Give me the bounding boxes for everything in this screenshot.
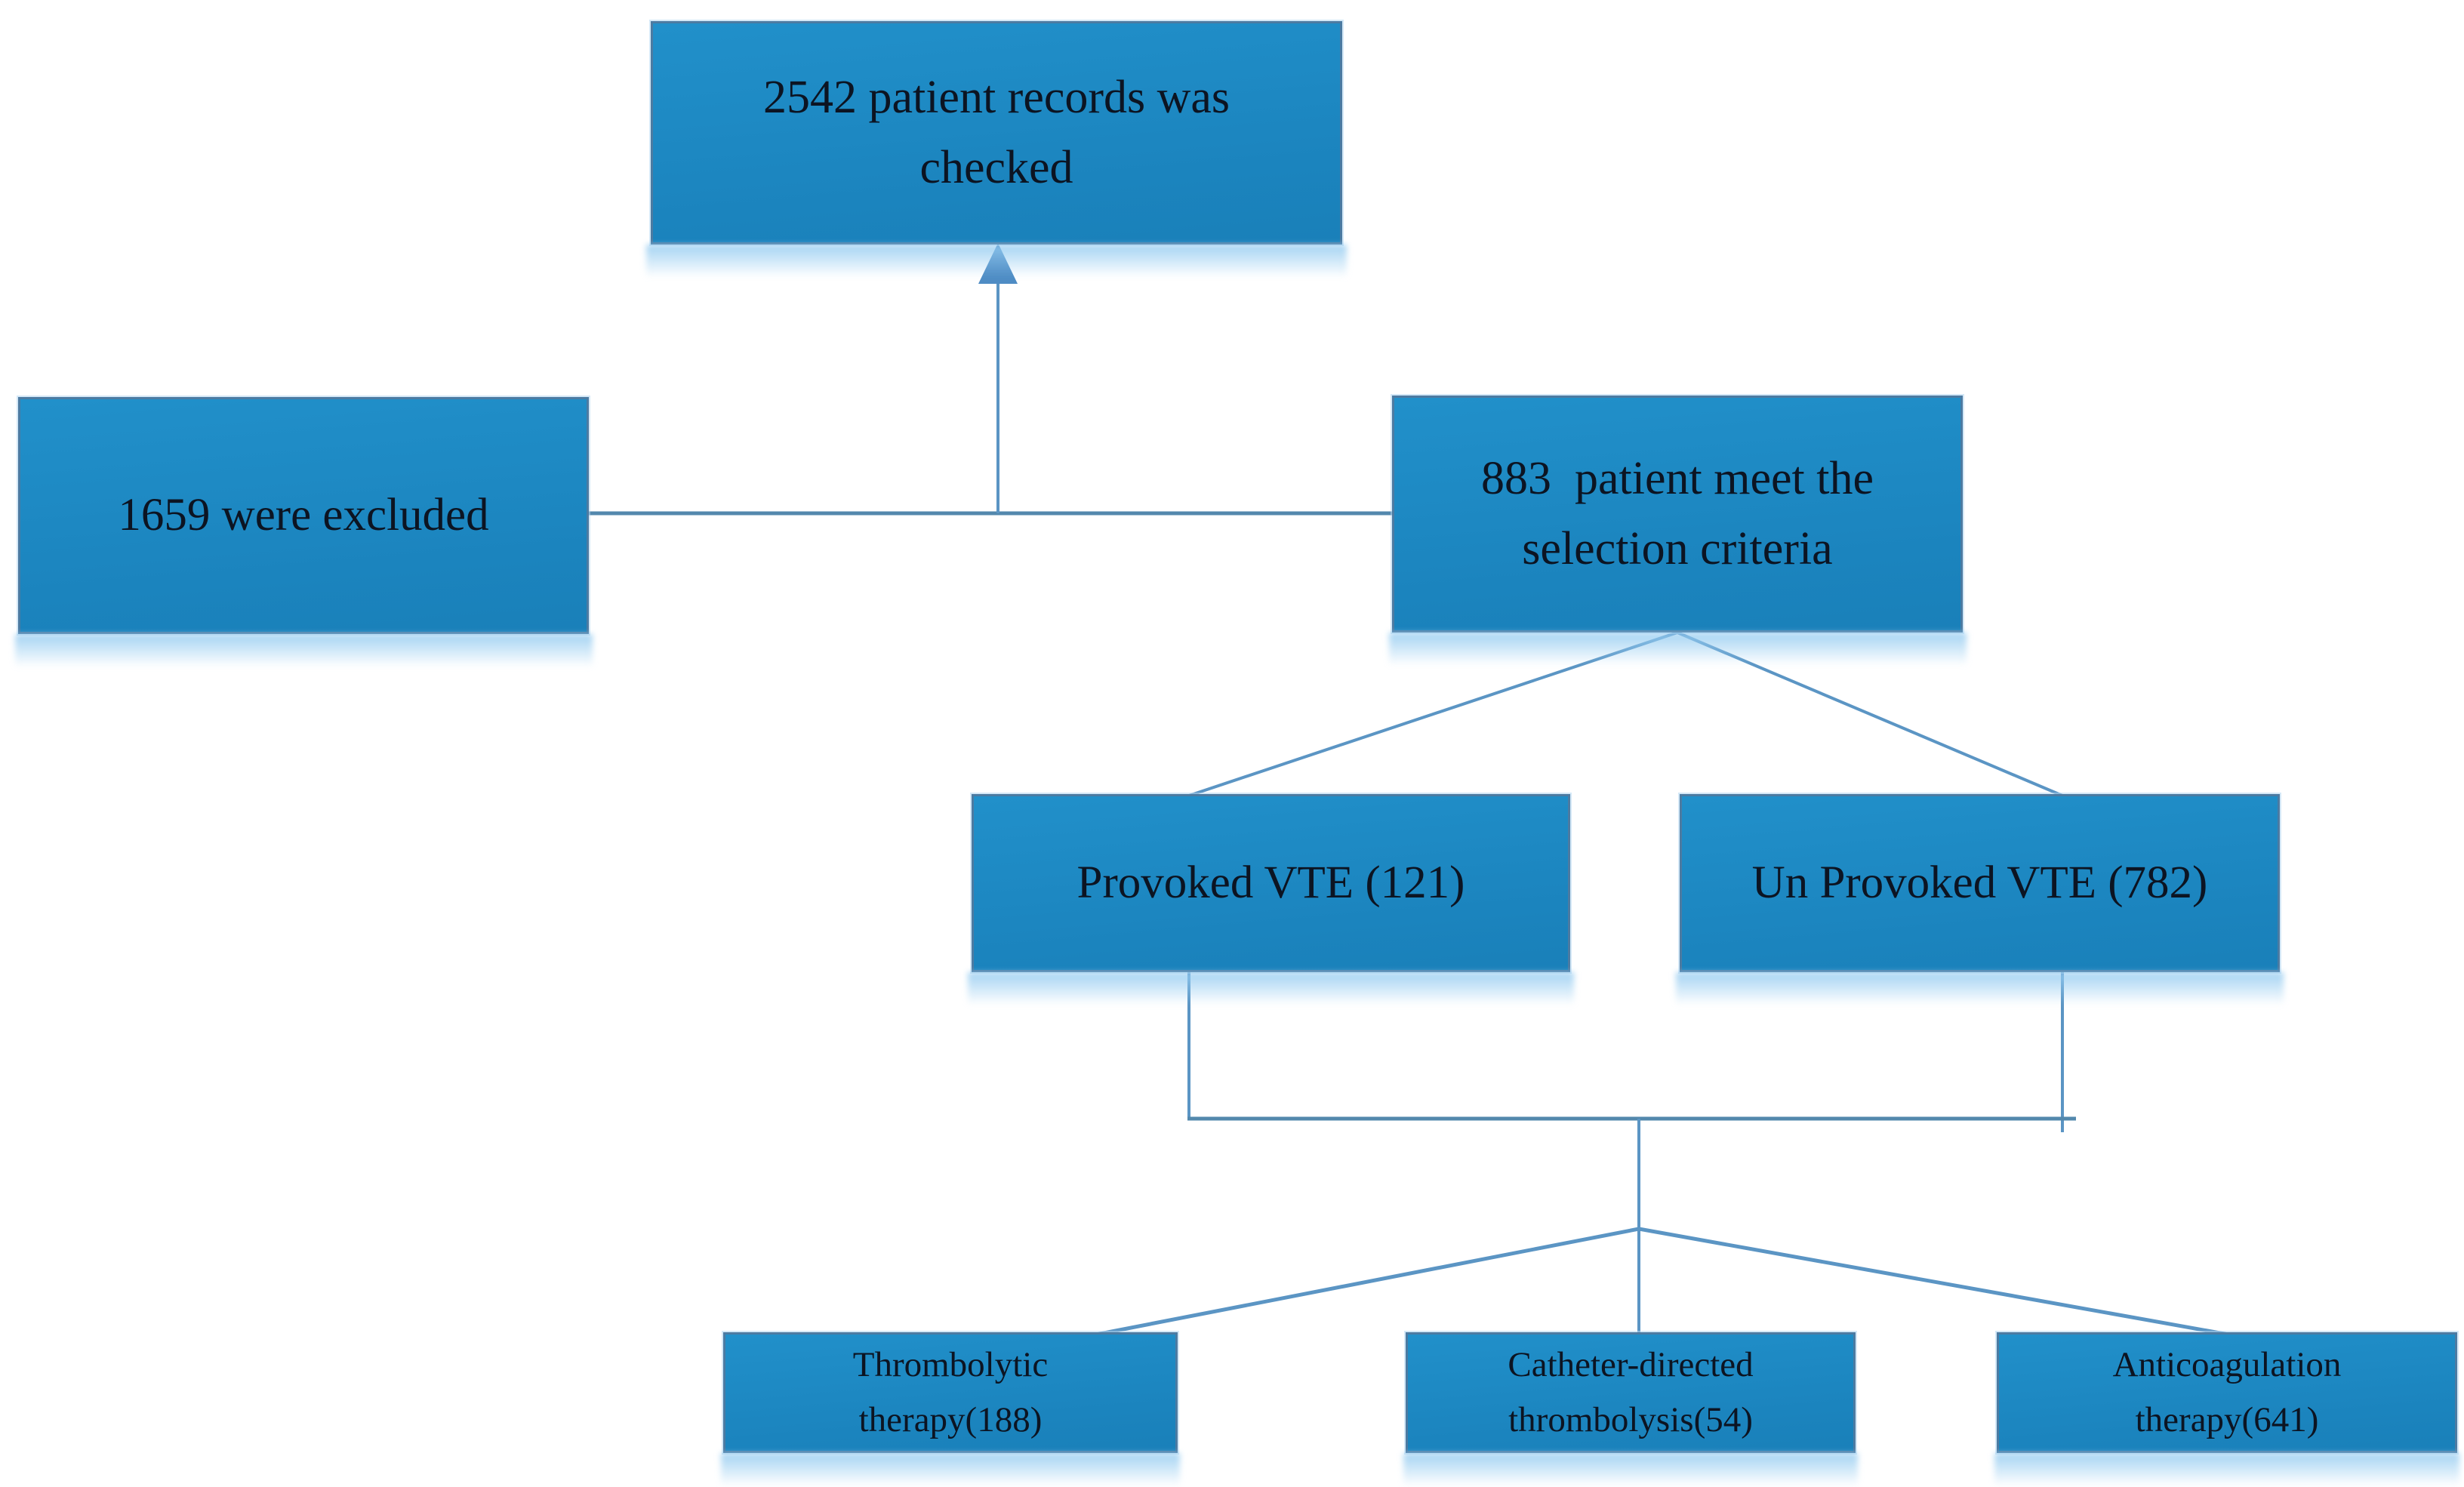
node-catheter-directed-thrombolysis: Catheter-directed thrombolysis(54) <box>1406 1332 1856 1453</box>
arrow-up-head-icon <box>978 243 1018 284</box>
node-anticoagulation-therapy: Anticoagulation therapy(641) <box>1997 1332 2457 1453</box>
connector-criteria-to-unprovoked <box>1677 631 2063 797</box>
node-unprovoked-vte: Un Provoked VTE (782) <box>1680 794 2280 972</box>
node-records-checked: 2542 patient records was checked <box>651 21 1342 245</box>
connector-criteria-to-provoked <box>1188 631 1678 797</box>
connector-merge-to-anticoagulation <box>1638 1227 2229 1337</box>
connector-merge-to-thrombolytic <box>1095 1227 1640 1337</box>
node-excluded: 1659 were excluded <box>18 397 589 634</box>
node-thrombolytic-therapy: Thrombolytic therapy(188) <box>723 1332 1178 1453</box>
node-provoked-vte: Provoked VTE (121) <box>972 794 1570 972</box>
node-meet-criteria: 883 patient meet the selection criteria <box>1392 396 1963 633</box>
